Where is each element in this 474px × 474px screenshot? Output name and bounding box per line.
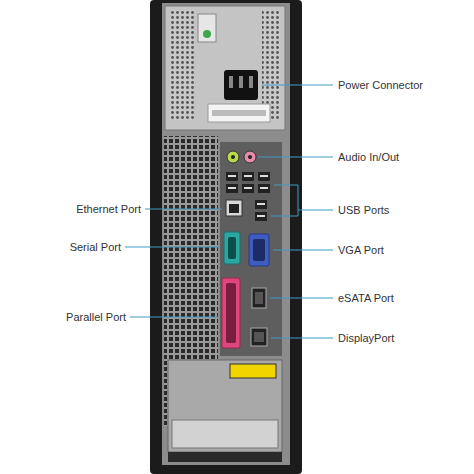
part-label: Power Connector bbox=[338, 79, 423, 92]
usb-tongue bbox=[260, 187, 268, 189]
part-label: Ethernet Port bbox=[76, 203, 141, 216]
displayport bbox=[251, 328, 267, 346]
usb bbox=[255, 200, 267, 209]
io-panel bbox=[220, 142, 282, 356]
power-led bbox=[203, 30, 211, 38]
leader-line bbox=[130, 317, 218, 318]
psu-vent bbox=[170, 10, 194, 120]
io-plate bbox=[220, 142, 282, 356]
expansion-slot bbox=[168, 360, 282, 462]
parallel-socket bbox=[226, 283, 236, 343]
pin bbox=[229, 76, 233, 88]
parallel-port bbox=[222, 278, 240, 348]
leader-line bbox=[271, 185, 333, 216]
serial-sticker bbox=[208, 104, 270, 122]
case-foot bbox=[168, 452, 282, 462]
power-connector bbox=[224, 70, 258, 100]
usb bbox=[242, 172, 254, 181]
usb bbox=[242, 184, 254, 193]
usb-ports bbox=[226, 172, 270, 221]
part-label: VGA Port bbox=[338, 244, 384, 257]
part-label: DisplayPort bbox=[338, 332, 394, 345]
leader-line bbox=[262, 85, 333, 86]
pin bbox=[249, 76, 253, 88]
usb-tongue bbox=[260, 175, 268, 177]
part-label: Serial Port bbox=[70, 241, 121, 254]
vga-socket bbox=[253, 239, 265, 261]
usb-tongue bbox=[228, 175, 236, 177]
leader-line bbox=[258, 157, 333, 158]
audio-jack bbox=[244, 151, 256, 163]
displayport-socket bbox=[254, 332, 264, 342]
serial-socket bbox=[228, 237, 236, 259]
leader-line bbox=[271, 338, 333, 339]
leader-line bbox=[125, 247, 220, 248]
usb bbox=[226, 172, 238, 181]
part-label: USB Ports bbox=[338, 204, 389, 217]
esata-socket bbox=[255, 292, 263, 304]
vga-port bbox=[249, 234, 269, 266]
usb-tongue bbox=[257, 215, 265, 217]
pin bbox=[239, 76, 243, 88]
esata-port bbox=[252, 288, 266, 308]
leader-line bbox=[273, 250, 333, 251]
slot-cover bbox=[168, 360, 282, 452]
part-label: Parallel Port bbox=[66, 311, 126, 324]
warning-sticker bbox=[230, 364, 276, 378]
usb bbox=[258, 184, 270, 193]
jack-hole bbox=[231, 155, 235, 159]
leader-lines bbox=[125, 85, 333, 338]
back-panel bbox=[162, 3, 290, 465]
part-label: eSATA Port bbox=[338, 292, 394, 305]
usb bbox=[226, 184, 238, 193]
jack-hole bbox=[248, 155, 252, 159]
ethernet-socket bbox=[229, 204, 239, 213]
barcode bbox=[212, 110, 266, 116]
slot-bracket bbox=[172, 420, 278, 448]
serial-port bbox=[224, 232, 240, 264]
tower-case bbox=[150, 0, 302, 474]
power-supply bbox=[165, 6, 285, 130]
test-switch bbox=[198, 14, 216, 42]
usb bbox=[255, 212, 267, 221]
usb-tongue bbox=[257, 203, 265, 205]
usb-tongue bbox=[244, 175, 252, 177]
leader-line bbox=[270, 298, 333, 299]
leader-line bbox=[145, 209, 222, 210]
case-frame bbox=[150, 0, 302, 474]
ethernet-port bbox=[226, 200, 242, 216]
audio-jack bbox=[227, 151, 239, 163]
usb-tongue bbox=[244, 187, 252, 189]
usb-tongue bbox=[228, 187, 236, 189]
part-label: Audio In/Out bbox=[338, 151, 399, 164]
usb bbox=[258, 172, 270, 181]
psu-plate bbox=[165, 6, 285, 130]
